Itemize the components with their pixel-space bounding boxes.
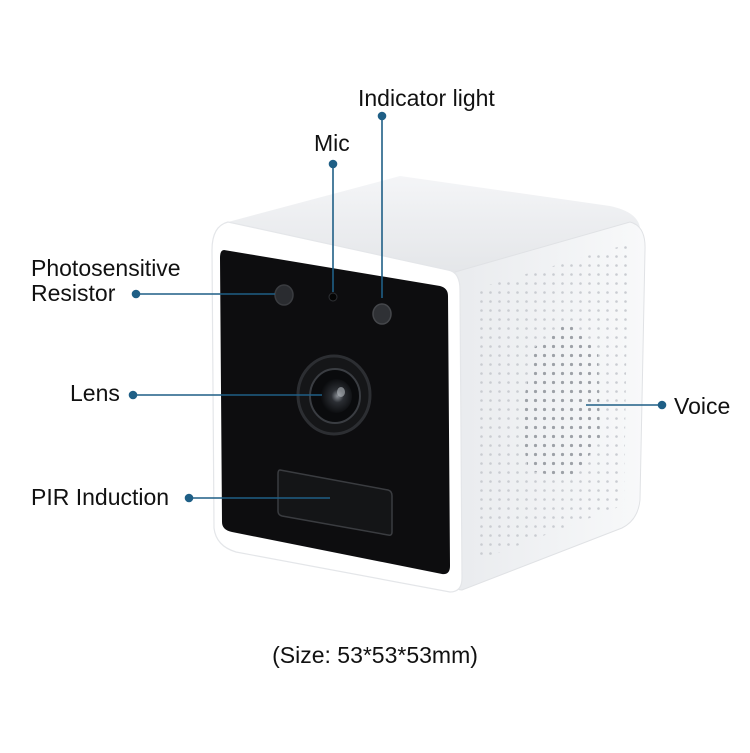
lens-label: Lens (70, 380, 120, 406)
voice-label: Voice (674, 393, 731, 419)
leader-mic-dot (328, 159, 338, 169)
indicator-light-label: Indicator light (358, 85, 495, 111)
leader-voice-dot (657, 400, 667, 410)
lens-glass (320, 379, 352, 413)
photosensitive-resistor (274, 284, 294, 306)
leader-indicator-dot (377, 111, 387, 121)
leader-pir-dot (184, 493, 194, 503)
size-caption: (Size: 53*53*53mm) (272, 642, 478, 668)
indicator-light (372, 303, 392, 325)
mic-label: Mic (314, 130, 350, 156)
mic-hole (328, 292, 338, 302)
photosensitive-label-line2: Resistor (31, 280, 116, 306)
pir-induction-label: PIR Induction (31, 484, 170, 510)
leader-lines (128, 111, 667, 503)
pir-window (277, 469, 393, 536)
photosensitive-resistor-label: Photosensitive Resistor (31, 256, 181, 306)
leader-photo-dot (131, 289, 141, 299)
leader-lens-dot (128, 390, 138, 400)
lens-highlight (337, 387, 345, 397)
photosensitive-label-line1: Photosensitive (31, 255, 181, 281)
speaker-holes (520, 322, 600, 480)
